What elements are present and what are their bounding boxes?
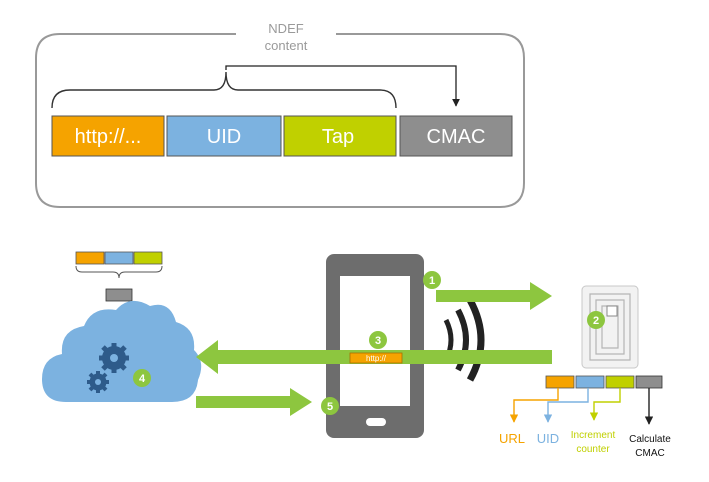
uid-block-label: UID xyxy=(207,126,241,148)
ndef-panel-border xyxy=(35,33,525,208)
gear-icon-large xyxy=(99,343,129,373)
uid-output-arrow xyxy=(543,388,589,423)
ndef-title-line1: NDEF xyxy=(268,21,303,36)
cmac-block xyxy=(399,115,513,157)
cmac-block-label: CMAC xyxy=(427,126,486,148)
svg-text:1: 1 xyxy=(429,275,435,287)
ndef-title-line2: content xyxy=(265,38,308,53)
tap-block-label: Tap xyxy=(322,126,354,148)
nfc-waves-icon xyxy=(443,298,485,382)
uid-block xyxy=(166,115,282,157)
phone-url-badge xyxy=(349,352,403,364)
svg-text:3: 3 xyxy=(375,335,381,347)
svg-text:2: 2 xyxy=(593,315,599,327)
svg-text:5: 5 xyxy=(327,401,333,413)
nfc-tag xyxy=(581,285,639,369)
arrow-cloud-to-phone xyxy=(196,388,312,416)
gear-icon-small xyxy=(87,371,109,393)
increment-output-label-1: Increment xyxy=(571,430,616,441)
increment-output-label-2: counter xyxy=(576,444,610,455)
ndef-brace xyxy=(51,71,397,109)
svg-text:4: 4 xyxy=(139,373,146,385)
calc-output-label-2: CMAC xyxy=(635,448,664,459)
increment-output-arrow xyxy=(589,388,621,421)
arrow-phone-to-tag xyxy=(436,282,552,310)
step-badge-3: 3 xyxy=(369,331,387,349)
brace-to-cmac-arrow xyxy=(225,65,460,107)
phone-url-text: http:// xyxy=(366,354,387,363)
url-output-arrow xyxy=(509,388,559,423)
url-block-label: http://... xyxy=(75,126,142,148)
url-block xyxy=(51,115,165,157)
phone-home-button xyxy=(366,418,386,426)
step-badge-5: 5 xyxy=(321,397,339,415)
tag-message-bar xyxy=(545,375,663,389)
step-badge-2: 2 xyxy=(587,311,605,329)
mini-message-icon xyxy=(75,251,163,302)
step-badge-4: 4 xyxy=(133,369,151,387)
step-badge-1: 1 xyxy=(423,271,441,289)
calc-output-label-1: Calculate xyxy=(629,434,671,445)
cloud-server xyxy=(42,300,202,402)
url-output-label: URL xyxy=(499,431,525,446)
ndef-content-panel: NDEF content http://... UID Tap CMAC xyxy=(35,21,525,208)
uid-output-label: UID xyxy=(537,431,559,446)
tap-block xyxy=(283,115,397,157)
